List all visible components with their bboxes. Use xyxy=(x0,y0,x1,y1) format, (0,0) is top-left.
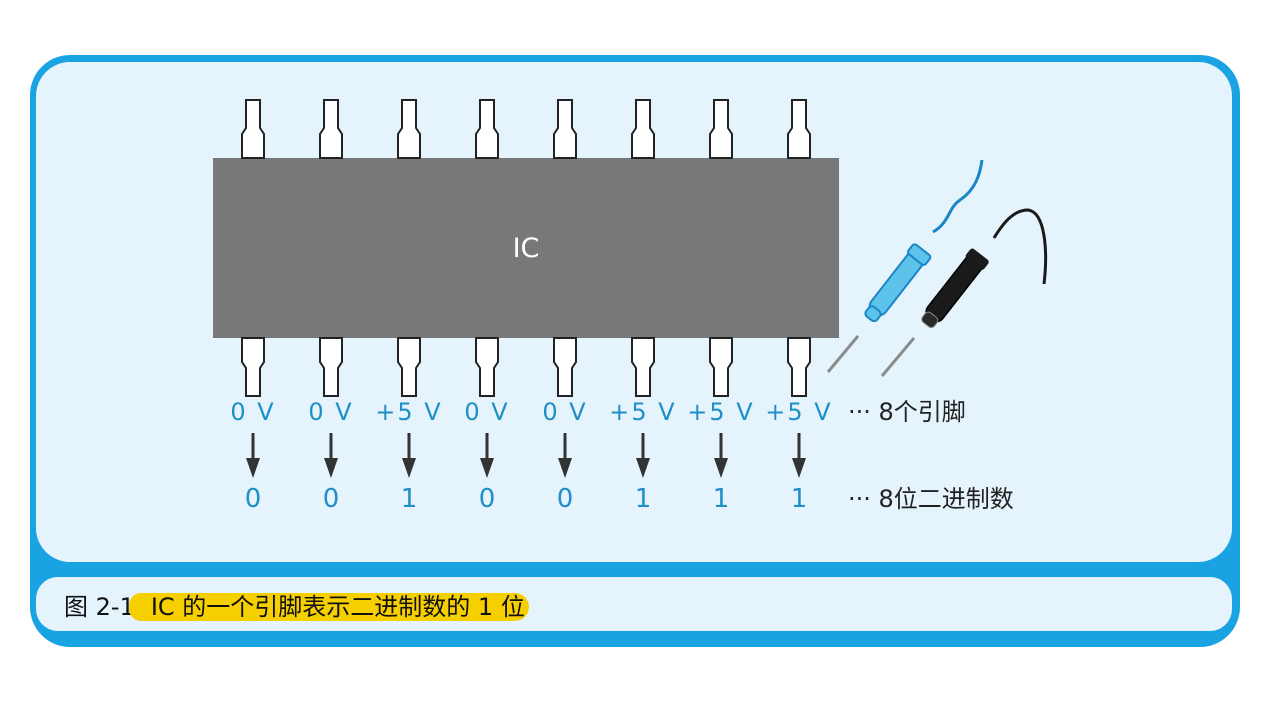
ic-pin-bottom xyxy=(787,337,811,397)
down-arrow-icon xyxy=(246,433,260,478)
ic-pin-bottom xyxy=(631,337,655,397)
ic-chip-body xyxy=(213,158,839,338)
binary-digit-label: 1 xyxy=(712,484,730,514)
bit-count-note: ··· 8位二进制数 xyxy=(848,485,1014,513)
binary-digit-label: 1 xyxy=(634,484,652,514)
ic-pin-top xyxy=(397,99,421,159)
ic-pin-bottom xyxy=(475,337,499,397)
blue-probe-icon xyxy=(826,159,984,373)
top-pins xyxy=(241,99,811,159)
bottom-pins xyxy=(241,337,811,397)
black-probe-icon xyxy=(880,208,1048,377)
down-arrow-icon xyxy=(792,433,806,478)
ic-pin-bottom xyxy=(709,337,733,397)
pin-arrows xyxy=(246,433,806,478)
down-arrow-icon xyxy=(324,433,338,478)
pin-voltage-label: +5 V xyxy=(609,398,677,426)
binary-digit-label: 1 xyxy=(400,484,418,514)
pin-voltage-label: +5 V xyxy=(687,398,755,426)
binary-digit-label: 0 xyxy=(244,484,262,514)
ic-pin-bottom xyxy=(553,337,577,397)
figure-number: 图 2-1 xyxy=(64,593,135,621)
ic-pin-top xyxy=(787,99,811,159)
binary-digit-label: 0 xyxy=(322,484,340,514)
pin-voltage-label: 0 V xyxy=(308,398,354,426)
binary-digit-label: 1 xyxy=(790,484,808,514)
down-arrow-icon xyxy=(558,433,572,478)
ic-pin-top xyxy=(709,99,733,159)
pin-count-note: ··· 8个引脚 xyxy=(848,398,966,426)
pin-voltage-label: 0 V xyxy=(542,398,588,426)
pin-voltage-label: 0 V xyxy=(464,398,510,426)
ic-chip-label: IC xyxy=(512,233,540,264)
ic-pin-bottom xyxy=(319,337,343,397)
ic-pin-top xyxy=(475,99,499,159)
ic-pin-top xyxy=(319,99,343,159)
down-arrow-icon xyxy=(480,433,494,478)
pin-voltage-label: +5 V xyxy=(375,398,443,426)
ic-pin-top xyxy=(241,99,265,159)
ic-pin-top xyxy=(631,99,655,159)
ic-pin-bottom xyxy=(397,337,421,397)
binary-digit-label: 0 xyxy=(556,484,574,514)
down-arrow-icon xyxy=(636,433,650,478)
ic-pin-top xyxy=(553,99,577,159)
down-arrow-icon xyxy=(714,433,728,478)
down-arrow-icon xyxy=(402,433,416,478)
ic-pin-bottom xyxy=(241,337,265,397)
pin-voltage-label: 0 V xyxy=(230,398,276,426)
binary-digit-label: 0 xyxy=(478,484,496,514)
pin-voltage-label: +5 V xyxy=(765,398,833,426)
figure-caption-text: IC 的一个引脚表示二进制数的 1 位 xyxy=(128,593,529,621)
